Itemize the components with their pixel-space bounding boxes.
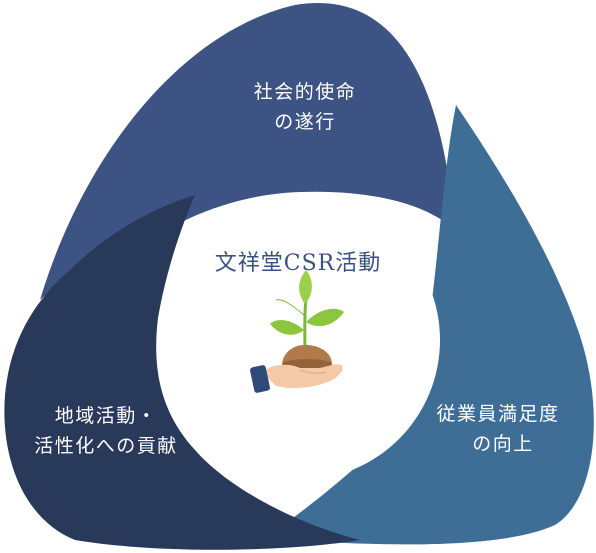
segment-label-social-line1: 社会的使命 <box>254 81 357 103</box>
center-circle <box>160 200 440 480</box>
hand-holding-plant-icon <box>250 270 344 393</box>
segment-label-employee-line1: 従業員満足度 <box>436 403 559 425</box>
segment-label-social-line2: の遂行 <box>274 111 336 133</box>
segment-label-community-line1: 地域活動・ <box>55 405 158 427</box>
segment-label-community-line2: 活性化への貢献 <box>34 435 178 457</box>
segment-label-employee-line2: の向上 <box>472 433 534 455</box>
center-title: 文祥堂CSR活動 <box>215 251 381 276</box>
segment-community-activity <box>4 195 361 550</box>
segment-employee-satisfaction <box>265 105 594 545</box>
